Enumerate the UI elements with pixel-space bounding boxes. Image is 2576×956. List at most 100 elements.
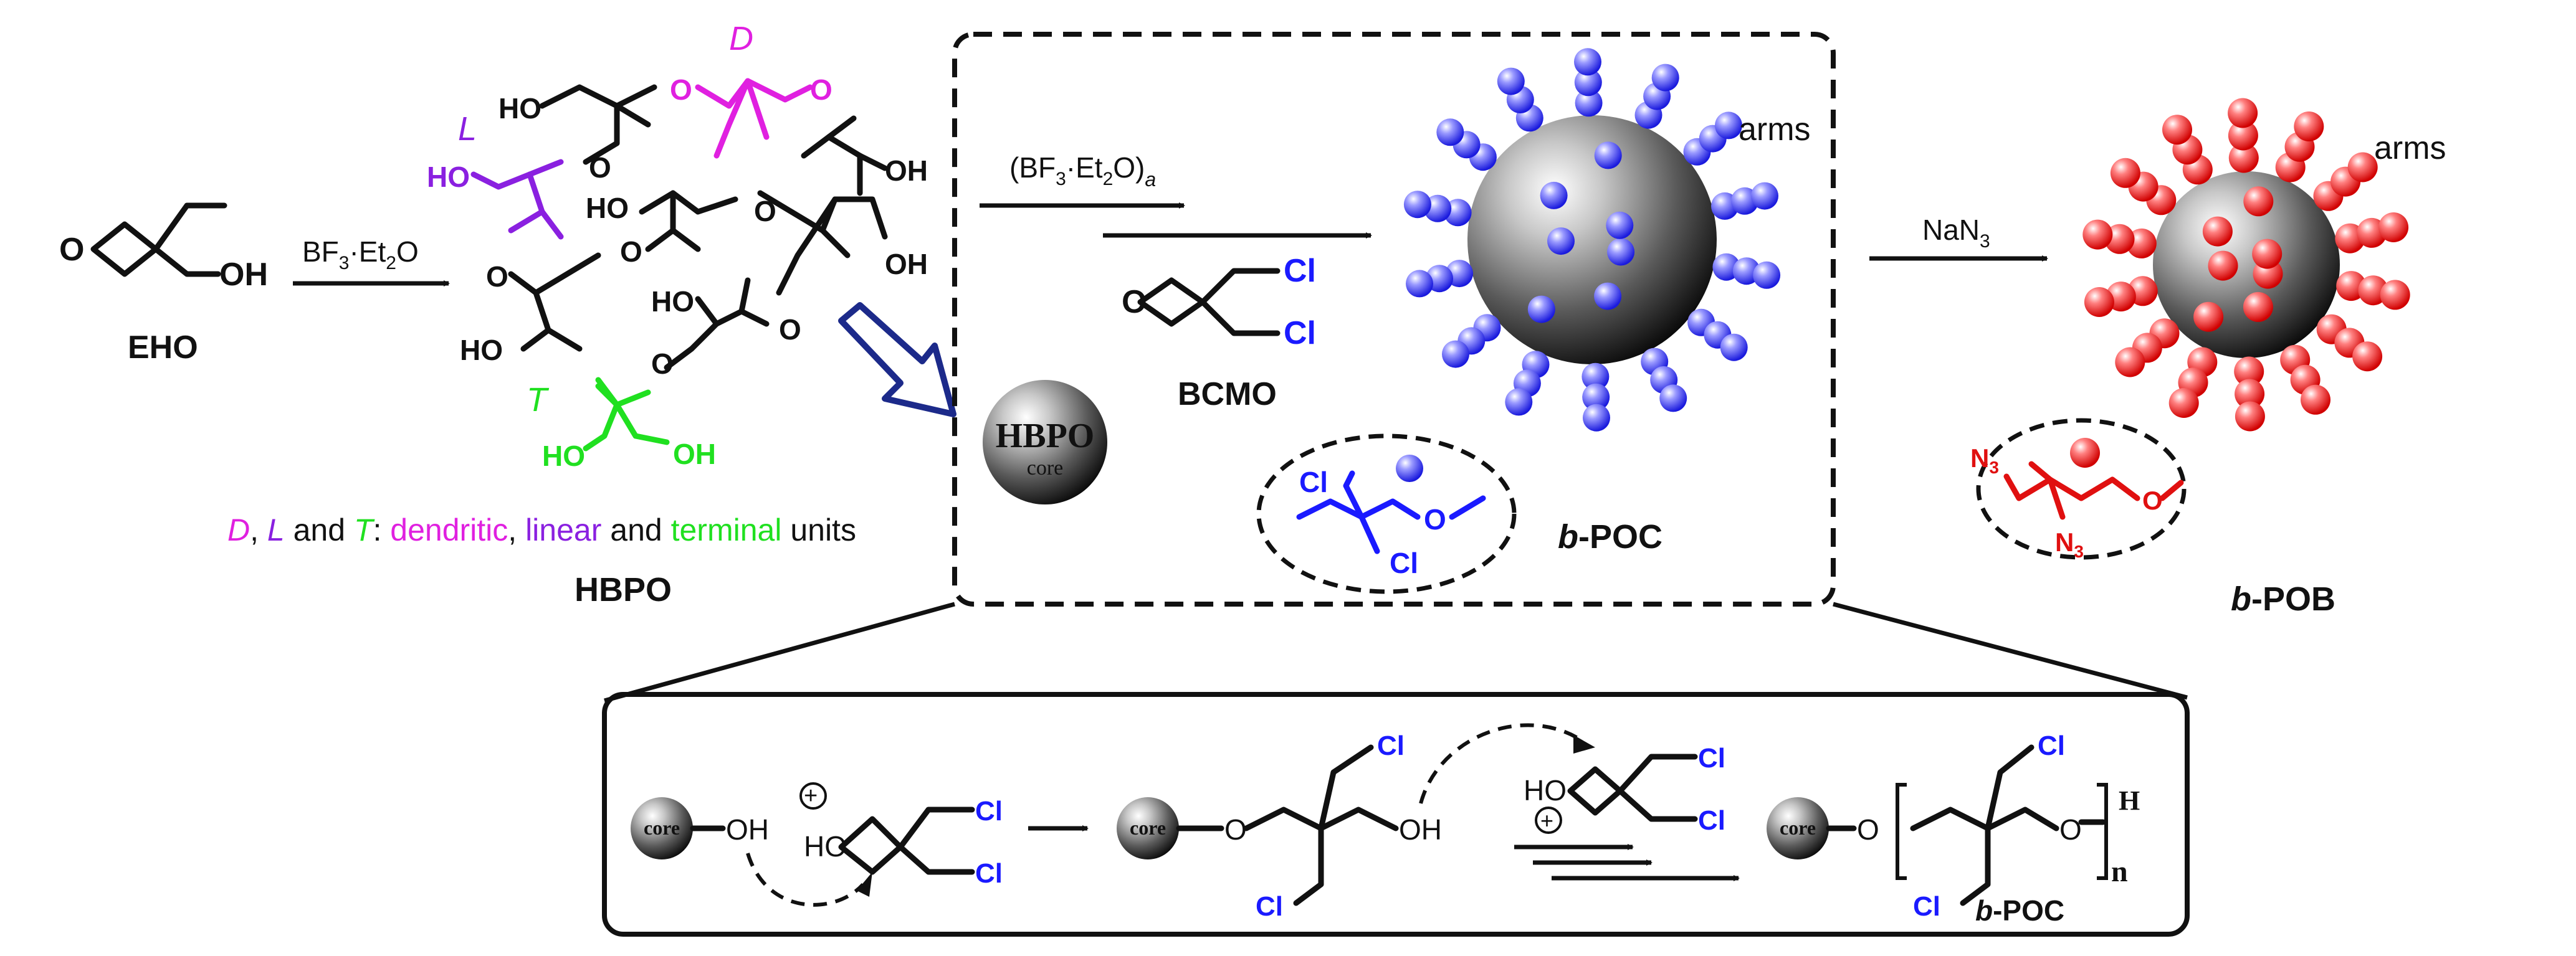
poc-arm-surface-bead: [1594, 282, 1622, 310]
poc-arm-bead: [1715, 111, 1742, 140]
pob-arm-bead: [2301, 384, 2330, 415]
bcmo-cl-2: Cl: [1284, 315, 1316, 351]
mech-core-2-label: core: [1130, 816, 1166, 839]
poc-star-polymer: arms: [1403, 48, 1811, 432]
hbpo-label: HBPO: [575, 571, 672, 608]
hbpo-oh-1: OH: [885, 154, 928, 187]
mech-cl-4: Cl: [1256, 891, 1283, 922]
hbpo-o-magenta-2: O: [810, 73, 832, 106]
mech-cl-1: Cl: [975, 796, 1003, 826]
hbpo-core-sphere: HBPO core: [983, 380, 1107, 504]
mechanism-panel: [602, 692, 2190, 937]
pob-arm-bead: [2084, 287, 2114, 317]
mech-core-3: [1767, 797, 1829, 859]
dashed-region: [952, 32, 1836, 607]
hbpo-o-magenta-1: O: [670, 73, 692, 106]
mech-oh-1: OH: [726, 813, 769, 846]
step2-reagent: (BF3·Et2O)a: [1009, 151, 1156, 191]
mech-cl-2: Cl: [975, 858, 1003, 889]
mechanism: core OH + HO Cl Cl core O OH Cl Cl HO Cl: [631, 723, 2140, 927]
pob-unit-n3-1: N3: [1970, 443, 1999, 477]
pob-arm-bead: [2082, 219, 2113, 250]
hbpo-unit-t: T: [527, 381, 550, 419]
hbpo-o-4: O: [620, 235, 642, 268]
pob-arm-bead: [2110, 158, 2140, 188]
mech-n: n: [2111, 855, 2128, 888]
hbpo-o-5: O: [779, 313, 801, 346]
step3-reagent: NaN3: [1922, 214, 1990, 252]
poc-arm-bead: [1574, 69, 1602, 97]
bcmo-cl-1: Cl: [1284, 253, 1316, 289]
mech-plus-1: +: [804, 783, 818, 809]
mech-cl-8: Cl: [1913, 891, 1940, 922]
core-sphere-label-1: HBPO: [996, 417, 1095, 455]
mech-cl-3: Cl: [1377, 731, 1405, 761]
step1-arrow: BF3·Et2O: [293, 235, 450, 286]
hbpo-unit-d: D: [729, 20, 753, 57]
poc-arm-bead: [1574, 48, 1601, 76]
eho-hydroxyl: OH: [219, 257, 268, 293]
hbpo-oh-2: OH: [885, 248, 928, 280]
bcmo-molecule: O Cl Cl BCMO: [1122, 253, 1316, 412]
mech-o-2: O: [1857, 813, 1879, 846]
pob-arm-surface-bead: [2208, 250, 2238, 281]
mech-ho-2: HO: [1524, 774, 1567, 807]
zoom-line-right: [1833, 602, 2188, 700]
hbpo-ho-2: HO: [586, 192, 629, 224]
pob-arm-bead: [2235, 379, 2265, 409]
poc-arm-surface-bead: [1607, 238, 1635, 266]
poc-arm-surface-bead: [1527, 295, 1555, 323]
poc-arm-bead: [1505, 388, 1533, 416]
pob-arm-bead: [2162, 115, 2192, 145]
zoom-line-left: [604, 602, 955, 703]
mech-h: H: [2119, 785, 2140, 816]
poc-arm-bead: [1583, 404, 1610, 432]
hbpo-legend: D, L and T: dendritic, linear and termin…: [227, 513, 856, 547]
pob-unit-n3-2: N3: [2055, 528, 2084, 561]
pob-repeat-unit: N3 O N3: [1970, 418, 2187, 561]
pob-arm-surface-bead: [2243, 291, 2273, 322]
poc-arm-bead: [1651, 64, 1679, 92]
poc-unit-cl-1: Cl: [1299, 466, 1328, 498]
pob-arm-surface-bead: [2243, 186, 2274, 217]
poc-arm-bead: [1436, 118, 1464, 146]
pob-arm-surface-bead: [2193, 301, 2224, 332]
pob-arm-bead: [2234, 356, 2264, 387]
step1-reagent: BF3·Et2O: [302, 235, 419, 273]
poc-arm-bead: [1442, 340, 1469, 368]
poc-arm-surface-bead: [1540, 181, 1568, 209]
mech-core-2: [1117, 797, 1179, 859]
hollow-arrow: [838, 302, 956, 417]
mech-o-1: O: [1224, 813, 1247, 846]
mech-o-3: O: [2059, 813, 2082, 846]
poc-arm-surface-bead: [1547, 227, 1575, 255]
poc-arm-bead: [1659, 384, 1687, 412]
bcmo-label: BCMO: [1178, 376, 1277, 412]
poc-arm-bead: [1753, 261, 1781, 289]
eho-label: EHO: [128, 329, 198, 366]
pob-arm-bead: [2352, 341, 2383, 372]
poc-core-sphere: [1467, 115, 1717, 364]
hbpo-ho-green: HO: [542, 440, 585, 472]
pob-arm-bead: [2347, 152, 2378, 182]
mech-plus-2: +: [1540, 808, 1553, 833]
hbpo-unit-l: L: [458, 110, 477, 148]
mech-oh-2: OH: [1399, 813, 1442, 846]
mech-cl-7: Cl: [2038, 731, 2065, 761]
hbpo-o-1: O: [589, 151, 611, 184]
poc-arm-bead: [1581, 362, 1610, 390]
hbpo-molecule: HO O O D L HO O OH HO O OH O O HO HO O O…: [227, 20, 928, 608]
poc-arm-surface-bead: [1606, 211, 1634, 239]
mech-cl-5: Cl: [1698, 743, 1725, 774]
pob-arm-surface-bead: [2252, 239, 2283, 269]
hbpo-oh-green: OH: [673, 438, 716, 470]
pob-unit-o: O: [2142, 486, 2163, 515]
poc-arm-bead: [1582, 383, 1610, 411]
pob-arm-bead: [2228, 120, 2258, 151]
poc-arm-bead: [1497, 67, 1525, 95]
poc-arm-bead: [1575, 89, 1603, 117]
eho-oxygen: O: [59, 232, 84, 268]
poc-arms-label: arms: [1739, 111, 1811, 148]
pob-arm-bead: [2168, 388, 2199, 418]
poc-arm-bead: [1720, 333, 1748, 361]
